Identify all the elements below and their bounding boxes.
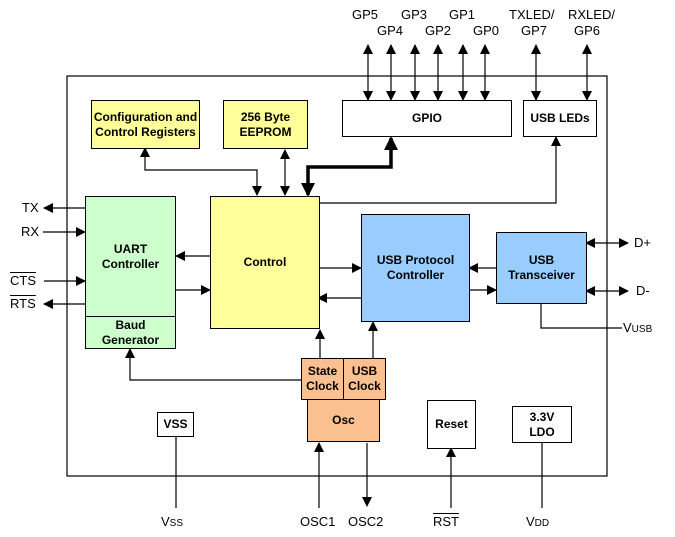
pin-gp2: GP2 — [425, 23, 452, 38]
pin-dminus: D- — [636, 283, 650, 298]
pin-vusb-v: V — [623, 320, 632, 335]
pin-osc1: OSC1 — [300, 514, 336, 529]
pin-vss-v: V — [161, 514, 170, 529]
pin-gp7: GP7 — [521, 23, 548, 38]
pin-vss-sub: SS — [169, 518, 184, 529]
pin-vusb-sub: USB — [631, 324, 653, 335]
usb-transceiver-block: USB Transceiver — [496, 232, 587, 304]
pin-gp1: GP1 — [449, 7, 476, 22]
pin-rts: RTS — [10, 296, 36, 311]
usb-protocol-controller-block: USB Protocol Controller — [361, 214, 470, 322]
pin-cts: CTS — [10, 273, 36, 288]
control-usbleds-line — [318, 136, 561, 204]
pin-rx: RX — [21, 224, 40, 239]
ldo-block: 3.3V LDO — [512, 406, 572, 443]
pin-rxled: RXLED/ — [568, 7, 615, 22]
gpio-bus-line — [301, 136, 398, 197]
reset-block: Reset — [427, 400, 476, 449]
pin-rst: RST — [433, 514, 459, 529]
pin-vdd-v: V — [526, 514, 535, 529]
chip-boundary — [66, 75, 608, 477]
vss-block: VSS — [157, 412, 194, 437]
pin-gp3: GP3 — [401, 7, 428, 22]
stateclock-baud-line — [125, 348, 301, 381]
pin-osc2: OSC2 — [348, 514, 384, 529]
pin-vdd: VDD — [526, 514, 549, 531]
config-registers-block: Configuration and Control Registers — [91, 100, 200, 149]
control-block: Control — [210, 196, 320, 329]
gpio-block: GPIO — [342, 100, 512, 137]
usb-clock-block: USB Clock — [343, 358, 386, 400]
pin-gp5: GP5 — [352, 7, 379, 22]
osc-block: Osc — [307, 399, 380, 442]
usb-leds-block: USB LEDs — [523, 100, 597, 137]
pin-dplus: D+ — [634, 235, 651, 250]
pin-vss: VSS — [161, 514, 183, 531]
pin-txled: TXLED/ — [509, 7, 555, 22]
state-clock-block: State Clock — [301, 358, 344, 400]
pin-vdd-sub: DD — [534, 518, 550, 529]
eeprom-block: 256 Byte EEPROM — [223, 100, 308, 149]
pin-vusb: VUSB — [623, 320, 652, 337]
pin-gp4: GP4 — [377, 23, 404, 38]
pin-tx: TX — [22, 200, 39, 215]
config-control-line — [140, 147, 262, 196]
pin-gp6: GP6 — [574, 23, 601, 38]
baud-generator-block: Baud Generator — [85, 316, 176, 349]
uart-controller-block: UART Controller — [85, 196, 176, 318]
vusb-line — [540, 304, 622, 329]
pin-gp0: GP0 — [473, 23, 500, 38]
